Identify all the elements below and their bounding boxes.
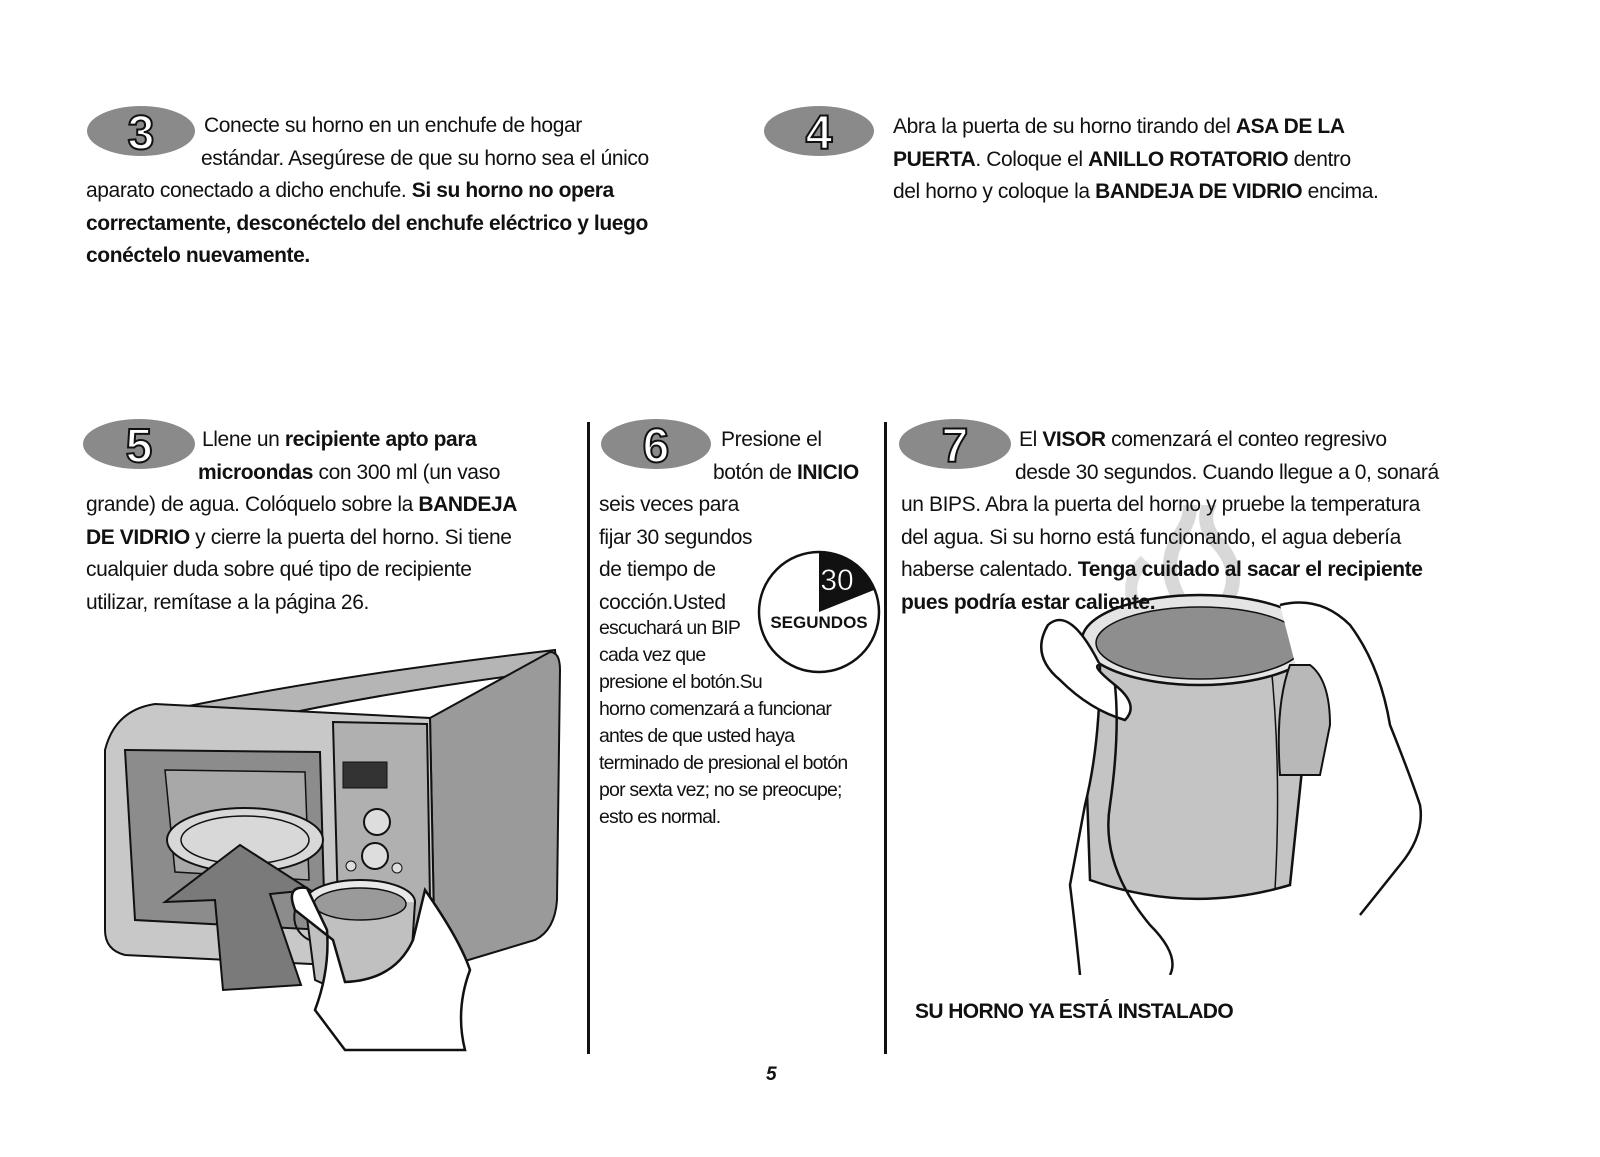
step-5-line-2: microondas con 300 ml (un vaso: [198, 460, 500, 484]
microwave-illustration: [104, 648, 562, 1052]
timer-label: SEGUNDOS: [770, 613, 867, 632]
svg-text:3: 3: [128, 107, 155, 157]
step-7-line-6: pues podría estar caliente.: [901, 590, 1156, 614]
column-divider-left: [587, 422, 590, 1054]
step-6-line-3: seis veces para: [599, 493, 739, 516]
step-3-line-5: conéctelo nuevamente.: [86, 244, 310, 267]
step-7-line-1: El VISOR comenzará el conteo regresivo: [1019, 428, 1387, 451]
step-5-badge: 5: [83, 419, 195, 470]
step-6-text-continued: escuchará un BIP cada vez que presione e…: [599, 615, 899, 831]
step-7-line-4: del agua. Si su horno está funcionando, …: [901, 525, 1401, 549]
step-5-line-6: utilizar, remítase a la página 26.: [86, 590, 369, 614]
step-4-line-2: PUERTA. Coloque el ANILLO ROTATORIO dent…: [893, 147, 1351, 171]
step-3-line-3: aparato conectado a dicho enchufe. Si su…: [86, 179, 614, 202]
step-6-text: Presione el botón de INICIO seis veces p…: [599, 424, 889, 619]
step-5-line-5: cualquier duda sobre qué tipo de recipie…: [86, 558, 472, 581]
step-4-text: Abra la puerta de su horno tirando del A…: [893, 111, 1493, 209]
step-7-text: El VISOR comenzará el conteo regresivo d…: [901, 424, 1541, 619]
step-6-line-9: presione el botón.Su: [599, 671, 763, 693]
step-7-badge: 7: [899, 419, 1011, 470]
step-5-line-4: DE VIDRIO y cierre la puerta del horno. …: [86, 525, 512, 549]
step-6-line-10: horno comenzará a funcionar: [599, 698, 832, 720]
step-4-line-3: del horno y coloque la BANDEJA DE VIDRIO…: [893, 180, 1379, 203]
step-6-line-11: antes de que usted haya: [599, 725, 795, 747]
step-6-line-1: Presione el: [721, 428, 822, 451]
step-5-line-1: Llene un recipiente apto para: [202, 428, 477, 451]
step-3-badge: 3: [87, 106, 195, 157]
timer-value: 30: [820, 564, 853, 597]
step-3-line-2: estándar. Asegúrese de que su horno sea …: [201, 146, 649, 170]
step-3-text: Conecte su horno en un enchufe de hogar …: [86, 110, 726, 273]
step-6-line-6: cocción.Usted: [599, 590, 726, 614]
step-6-badge: 6: [601, 419, 711, 470]
step-5-line-3: grande) de agua. Colóquelo sobre la BAND…: [86, 493, 518, 516]
column-divider-right: [884, 422, 887, 1054]
page-number: 5: [766, 1064, 777, 1085]
step-6-line-5: de tiempo de: [599, 558, 716, 581]
svg-text:4: 4: [806, 107, 833, 157]
step-4-line-1: Abra la puerta de su horno tirando del A…: [893, 115, 1345, 138]
step-6-line-4: fijar 30 segundos: [599, 525, 753, 549]
step-7-line-5: haberse calentado. Tenga cuidado al saca…: [901, 558, 1423, 581]
step-6-line-8: cada vez que: [599, 644, 706, 666]
step-6-line-14: esto es normal.: [599, 806, 721, 828]
svg-text:5: 5: [126, 420, 153, 470]
step-7-line-3: un BIPS. Abra la puerta del horno y prue…: [901, 493, 1420, 516]
svg-text:7: 7: [942, 420, 969, 470]
timer-dial-icon: 30 SEGUNDOS: [757, 550, 881, 674]
svg-text:6: 6: [643, 420, 670, 470]
step-4-badge: 4: [764, 106, 874, 157]
step-3-line-4: correctamente, desconéctelo del enchufe …: [86, 211, 648, 235]
step-7-line-2: desde 30 segundos. Cuando llegue a 0, so…: [1015, 460, 1439, 484]
step-6-line-13: por sexta vez; no se preocupe;: [599, 779, 842, 801]
step-5-text: Llene un recipiente apto para microondas…: [86, 424, 576, 619]
step-6-line-12: terminado de presional el botón: [599, 752, 848, 774]
step-6-line-7: escuchará un BIP: [599, 617, 741, 639]
step-6-line-2: botón de INICIO: [713, 460, 859, 484]
installation-complete-message: SU HORNO YA ESTÁ INSTALADO: [915, 1000, 1234, 1023]
steaming-cup-illustration: [1040, 505, 1422, 975]
step-3-line-1: Conecte su horno en un enchufe de hogar: [204, 114, 582, 137]
